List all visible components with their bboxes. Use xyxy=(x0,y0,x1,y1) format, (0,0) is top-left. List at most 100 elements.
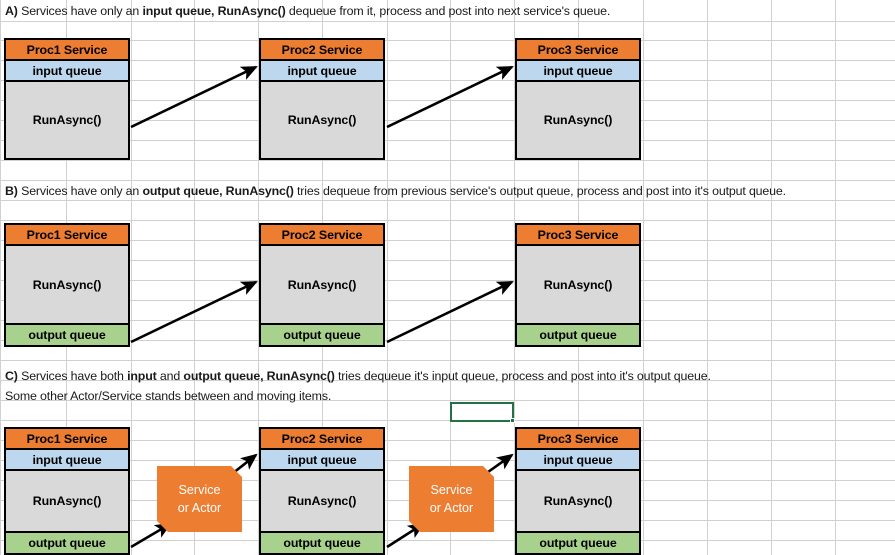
caption-segment-1: Services have both xyxy=(17,369,128,383)
section-c-actor-2[interactable]: Service or Actor xyxy=(409,466,494,532)
grid-row-line-6 xyxy=(0,140,895,141)
caption-segment-3: dequeue from it, process and post into n… xyxy=(285,4,611,18)
caption-segment-0: A) xyxy=(5,4,18,18)
caption-segment-3: tries dequeue from previous service's ou… xyxy=(293,184,786,198)
section-a-proc2-title: Proc2 Service xyxy=(261,40,383,61)
section-c-actor-1-line2: or Actor xyxy=(177,501,222,515)
section-c-proc3-input-queue: input queue xyxy=(517,450,639,471)
grid-column-line-10 xyxy=(643,0,644,555)
caption-segment-0: B) xyxy=(5,184,18,198)
section-b-proc3-output-queue: output queue xyxy=(517,323,639,345)
section-b-proc2-output-queue: output queue xyxy=(261,323,383,345)
caption-segment-2: input xyxy=(127,369,157,383)
grid-column-line-6 xyxy=(387,0,388,555)
grid-row-line-10 xyxy=(0,220,895,221)
section-a-proc3-title: Proc3 Service xyxy=(517,40,639,61)
caption-segment-1: Services have only an xyxy=(17,184,143,198)
section-c-proc3-title: Proc3 Service xyxy=(517,429,639,450)
section-a-proc1-body: RunAsync() xyxy=(6,82,128,158)
grid-row-line-20 xyxy=(0,420,895,421)
grid-column-line-2 xyxy=(131,0,132,555)
grid-row-line-1 xyxy=(0,40,895,41)
grid-row-line-15 xyxy=(0,320,895,321)
section-c-proc2-input-queue: input queue xyxy=(261,450,383,471)
section-c-proc1-title: Proc1 Service xyxy=(6,429,128,450)
section-b-proc2-title: Proc2 Service xyxy=(261,225,383,246)
section-c-proc2-body: RunAsync() xyxy=(261,471,383,531)
grid-row-line-4 xyxy=(0,100,895,101)
grid-column-line-12 xyxy=(771,0,772,555)
caption-c1: C) Services have both input and output q… xyxy=(5,369,711,383)
section-a-proc1-input-queue: input queue xyxy=(6,61,128,82)
grid-column-line-3 xyxy=(194,0,195,555)
section-b-proc1-title: Proc1 Service xyxy=(6,225,128,246)
caption-c2: Some other Actor/Service stands between … xyxy=(5,389,331,403)
section-c-proc1-body: RunAsync() xyxy=(6,471,128,531)
caption-segment-0: Some other Actor/Service stands between … xyxy=(5,389,332,403)
section-a-proc2-input-queue: input queue xyxy=(261,61,383,82)
grid-column-line-11 xyxy=(707,0,708,555)
grid-column-line-8 xyxy=(514,0,515,555)
caption-segment-5: tries dequeue it's input queue, process … xyxy=(334,369,711,383)
grid-row-line-5 xyxy=(0,120,895,121)
grid-row-line-19 xyxy=(0,400,895,401)
section-b-proc2-body: RunAsync() xyxy=(261,246,383,323)
grid-row-line-3 xyxy=(0,80,895,81)
grid-row-line-13 xyxy=(0,280,895,281)
grid-row-line-18 xyxy=(0,380,895,381)
section-c-proc3-output-queue: output queue xyxy=(517,531,639,553)
grid-row-line-16 xyxy=(0,340,895,341)
grid-row-line-0 xyxy=(0,21,895,22)
section-a-proc3-body: RunAsync() xyxy=(517,82,639,158)
section-b-proc3-body: RunAsync() xyxy=(517,246,639,323)
grid-column-line-13 xyxy=(835,0,836,555)
caption-b: B) Services have only an output queue, R… xyxy=(5,184,786,198)
grid-column-line-4 xyxy=(258,0,259,555)
grid-row-line-2 xyxy=(0,60,895,61)
grid-row-line-8 xyxy=(0,180,895,181)
caption-segment-2: input queue, RunAsync() xyxy=(142,4,286,18)
grid-column-line-7 xyxy=(450,0,451,555)
section-b-proc1-body: RunAsync() xyxy=(6,246,128,323)
grid-row-line-7 xyxy=(0,160,895,161)
caption-segment-4: output queue, RunAsync() xyxy=(183,369,335,383)
section-c-actor-2-line2: or Actor xyxy=(429,501,474,515)
section-c-actor-2-line1: Service xyxy=(430,482,473,497)
active-cell-selection[interactable] xyxy=(450,402,515,423)
section-a-proc2-body: RunAsync() xyxy=(261,82,383,158)
grid-row-line-14 xyxy=(0,300,895,301)
caption-segment-0: C) xyxy=(5,369,18,383)
grid-row-line-22 xyxy=(0,460,895,461)
section-c-proc3-body: RunAsync() xyxy=(517,471,639,531)
grid-column-line-0 xyxy=(0,0,1,555)
grid-row-line-26 xyxy=(0,540,895,541)
section-b-proc1-output-queue: output queue xyxy=(6,323,128,345)
fill-handle[interactable] xyxy=(510,418,515,423)
grid-row-line-21 xyxy=(0,440,895,441)
section-c-proc2-title: Proc2 Service xyxy=(261,429,383,450)
section-c-actor-1[interactable]: Service or Actor xyxy=(157,466,242,532)
section-c-actor-1-line1: Service xyxy=(178,482,221,497)
section-c-proc2-output-queue: output queue xyxy=(261,531,383,553)
section-c-proc1-output-queue: output queue xyxy=(6,531,128,553)
section-c-proc1-input-queue: input queue xyxy=(6,450,128,471)
section-a-proc3-input-queue: input queue xyxy=(517,61,639,82)
section-a-proc1-title: Proc1 Service xyxy=(6,40,128,61)
caption-segment-2: output queue, RunAsync() xyxy=(142,184,294,198)
grid-row-line-11 xyxy=(0,240,895,241)
grid-row-line-17 xyxy=(0,360,895,361)
caption-segment-3: and xyxy=(156,369,184,383)
grid-row-line-9 xyxy=(0,200,895,201)
caption-segment-1: Services have only an xyxy=(17,4,143,18)
caption-a: A) Services have only an input queue, Ru… xyxy=(5,4,610,18)
